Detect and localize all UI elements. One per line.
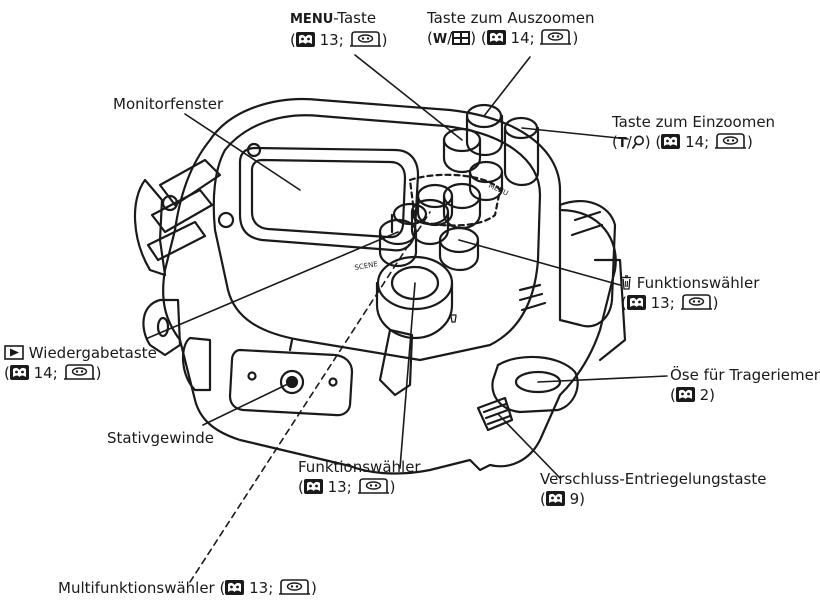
scene-engraving: SCENE xyxy=(354,260,378,272)
tele-icon xyxy=(632,135,645,149)
book-icon xyxy=(661,134,680,149)
monitor-icon xyxy=(680,294,713,311)
monitor-icon xyxy=(63,364,96,381)
leader-monitor xyxy=(184,113,301,191)
shutter-release-ridge xyxy=(482,402,512,426)
book-icon xyxy=(10,365,29,380)
zoom-out-button-body xyxy=(465,114,504,157)
bottom-lug-mid xyxy=(378,328,414,397)
monitor-icon xyxy=(539,29,572,46)
right-grip xyxy=(558,200,617,328)
book-icon xyxy=(676,387,695,402)
plate-tab xyxy=(288,338,294,352)
monitor-frame xyxy=(238,146,420,252)
mode-dial-inner xyxy=(390,265,440,301)
leader-strap-eyelet xyxy=(537,375,668,383)
book-icon xyxy=(487,30,506,45)
monitor-icon xyxy=(278,579,311,596)
tripod-socket-outer xyxy=(279,369,305,395)
menu-key-text: MENU xyxy=(290,12,334,27)
strap-eyelet-hole xyxy=(514,370,562,394)
monitor-icon xyxy=(349,31,382,48)
trash-icon xyxy=(621,275,632,290)
bottom-lug-left xyxy=(182,336,212,392)
book-icon xyxy=(546,491,565,506)
label-multi-selector: Multifunktionswähler ( 13; ) xyxy=(58,579,317,597)
left-screw xyxy=(161,194,179,212)
label-zoom-in: Taste zum Einzoomen (T/) ( 14; ) xyxy=(612,113,776,151)
tripod-plate xyxy=(228,348,354,417)
left-fin-3 xyxy=(146,220,207,262)
right-side-panel xyxy=(593,258,627,362)
leader-zoom-in xyxy=(521,127,629,140)
strap-eyelet-body xyxy=(491,355,579,414)
monitor-screw-tl xyxy=(246,142,262,158)
zoom-out-button-top xyxy=(465,103,503,129)
leader-shutter xyxy=(497,413,561,479)
monitor-icon xyxy=(714,133,747,150)
mode-dial-side xyxy=(375,281,454,340)
playback-icon xyxy=(4,345,24,360)
wide-icon xyxy=(452,31,470,45)
label-zoom-out: Taste zum Auszoomen (W/) ( 14; ) xyxy=(427,9,595,47)
left-fin-1 xyxy=(158,158,222,207)
grip-ridge-3 xyxy=(518,283,547,312)
multi-selector-cluster xyxy=(378,160,504,272)
left-lug xyxy=(142,298,182,357)
left-lug-hole xyxy=(156,316,170,338)
book-icon xyxy=(296,32,315,47)
book-icon xyxy=(304,479,323,494)
label-mode-dial: Funktionswähler ( 13; ) xyxy=(298,458,421,496)
label-strap-eyelet: Öse für Trageriemen ( 2) xyxy=(670,366,820,404)
leader-menu xyxy=(354,54,463,141)
menu-button-body xyxy=(442,138,482,174)
zoom-in-button-body xyxy=(503,126,540,187)
book-icon xyxy=(627,295,646,310)
zoom-in-button-top xyxy=(503,116,539,140)
plate-screw-right xyxy=(328,377,338,387)
leader-tripod xyxy=(202,381,293,426)
housing-inner-rim xyxy=(212,114,542,362)
shutter-release-body xyxy=(476,396,514,432)
menu-button-top xyxy=(442,127,482,153)
leader-mode-dial xyxy=(399,282,416,469)
label-delete-selector: Funktionswähler ( 13; ) xyxy=(621,274,760,312)
label-monitor: Monitorfenster xyxy=(113,95,224,113)
label-menu-button: MENU-Taste ( 13; ) xyxy=(290,9,388,49)
left-grip xyxy=(133,178,167,277)
monitor-icon xyxy=(357,478,390,495)
leader-playback xyxy=(147,231,399,339)
hidden-control-outline xyxy=(408,173,502,227)
leader-zoom-out xyxy=(483,56,531,117)
grip-ridge-2 xyxy=(570,223,604,237)
plate-screw-left xyxy=(247,371,257,381)
leader-multi-selector xyxy=(189,211,431,583)
leader-delete-selector xyxy=(458,239,621,286)
book-icon xyxy=(225,580,244,595)
label-playback: Wiedergabetaste ( 14; ) xyxy=(4,344,157,382)
label-shutter-release: Verschluss-Entriegelungstaste ( 9) xyxy=(540,470,767,508)
trash-engraving xyxy=(449,314,457,323)
grip-ridge-1 xyxy=(573,210,602,222)
monitor-screw-bl xyxy=(217,211,235,229)
label-tripod: Stativgewinde xyxy=(107,429,214,447)
